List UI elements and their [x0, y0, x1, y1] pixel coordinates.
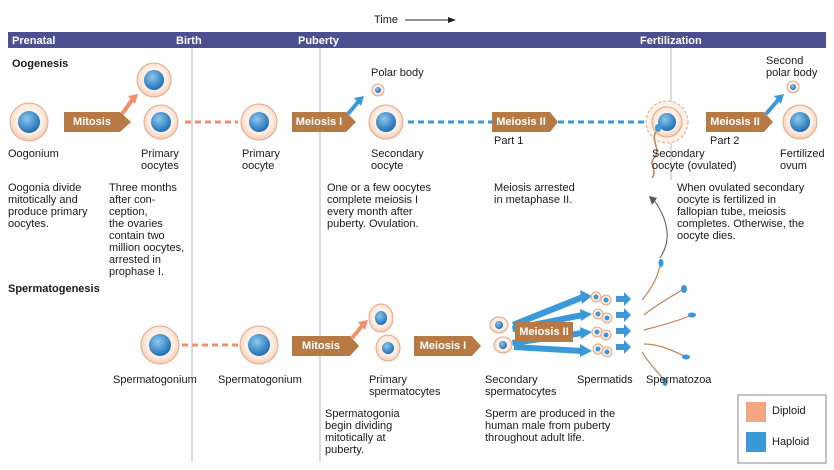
fertilized-ovum-label: Fertilized ovum: [780, 148, 825, 172]
part-2-label: Part 2: [710, 135, 740, 147]
header-prenatal: Prenatal: [12, 35, 56, 47]
time-label: Time: [374, 14, 399, 26]
spermatogenesis-mitosis-label: Mitosis: [302, 340, 340, 352]
oogenesis-meiosis1-up-arrow: [346, 100, 360, 116]
desc-oogonia: Oogonia divide mitotically and produce p…: [8, 182, 88, 230]
spermatogonium-cell-2: [239, 325, 279, 365]
spermatogenesis-title: Spermatogenesis: [8, 283, 100, 295]
oogenesis-mitosis-box: [64, 112, 120, 132]
oogenesis-meiosis2-part2-label: Meiosis II: [710, 116, 760, 128]
spermatozoa-cells: [641, 265, 691, 381]
second-polar-body-cell: [786, 80, 800, 94]
polar-body-label: Polar body: [371, 67, 424, 79]
oogenesis-title: Oogenesis: [12, 58, 69, 70]
time-arrow-head: [448, 17, 456, 23]
oogenesis-mitosis-up-arrow: [120, 98, 134, 116]
part-1-label: Part 1: [494, 135, 524, 147]
oogenesis-mitosis-label: Mitosis: [73, 116, 111, 128]
oogenesis-mitosis-arrowhead: [120, 112, 131, 132]
timeline-header-bar: [8, 32, 826, 48]
oogenesis-meiosis2-part1-box: [492, 112, 550, 132]
primary-oocyte-bottom-cell: [143, 104, 179, 140]
primary-spermatocyte-top-cell: [368, 303, 394, 333]
desc-sperm-produced: Sperm are produced in the human male fro…: [485, 408, 616, 444]
secondary-oocyte-ovulated-label: Secondary oocyte (ovulated): [652, 148, 737, 172]
spermatozoa-label: Spermatozoa: [646, 374, 712, 386]
header-birth: Birth: [176, 35, 202, 47]
oogonium-cell: [9, 102, 49, 142]
oogonium-label: Oogonium: [8, 148, 59, 160]
polar-body-cell: [371, 83, 385, 97]
primary-spermatocytes-label: Primary spermatocytes: [369, 374, 441, 398]
primary-oocyte-label: Primary oocyte: [242, 148, 280, 172]
secondary-spermatocytes-label: Secondary spermatocytes: [485, 374, 557, 398]
desc-three-months: Three months after con- ception, the ova…: [109, 182, 185, 278]
spermatid-cells: [590, 291, 613, 358]
fertilizing-sperm-tail: [651, 131, 658, 179]
ovulated-oocyte-cell: [645, 100, 689, 144]
legend-diploid-swatch: [746, 402, 766, 422]
spermatids-label: Spermatids: [577, 374, 633, 386]
primary-oocytes-label: Primary oocytes: [141, 148, 179, 172]
oogenesis-meiosis1-box: [292, 112, 346, 132]
desc-one-or-few-oocytes: One or a few oocytes complete meiosis I …: [327, 182, 431, 230]
spermatogonium-label-2: Spermatogonium: [218, 374, 302, 386]
primary-spermatocyte-bottom-cell: [375, 334, 401, 362]
header-puberty: Puberty: [298, 35, 339, 47]
oogenesis-meiosis2-part1-label: Meiosis II: [496, 116, 546, 128]
desc-ovulated-fertilized: When ovulated secondary oocyte is fertil…: [677, 182, 805, 242]
primary-oocyte-cell: [240, 103, 278, 141]
spermatogenesis-meiosis1-box: [414, 336, 472, 356]
spermatogenesis-meiosis2-box: [515, 322, 573, 342]
spermatogonium-cell-1: [140, 325, 180, 365]
spermatogenesis-meiosis1-label: Meiosis I: [419, 340, 467, 352]
spermatid-to-spermatozoa-arrows: [616, 292, 631, 354]
oogenesis-meiosis2-part2-box: [706, 112, 764, 132]
primary-oocyte-top-cell: [136, 62, 172, 98]
desc-spermatogonia-begin: Spermatogonia begin dividing mitotically…: [325, 408, 400, 456]
spermatogenesis-mitosis-box: [292, 336, 350, 356]
header-fertilization: Fertilization: [640, 35, 702, 47]
fertilized-ovum-cell: [782, 104, 818, 140]
sperm-to-oocyte-arrow: [653, 199, 668, 259]
legend-haploid-swatch: [746, 432, 766, 452]
secondary-spermatocyte-cells: [489, 316, 513, 354]
secondary-oocyte-cell: [368, 104, 404, 140]
desc-meiosis-arrested: Meiosis arrested in metaphase II.: [494, 182, 575, 206]
second-polar-body-label: Second polar body: [766, 55, 818, 79]
legend-diploid-label: Diploid: [772, 405, 806, 417]
oogenesis-meiosis1-label: Meiosis I: [295, 116, 343, 128]
secondary-oocyte-label: Secondary oocyte: [371, 148, 424, 172]
legend-haploid-label: Haploid: [772, 436, 810, 448]
spermatogenesis-meiosis2-label: Meiosis II: [519, 326, 569, 338]
spermatogonium-label-1: Spermatogonium: [113, 374, 197, 386]
